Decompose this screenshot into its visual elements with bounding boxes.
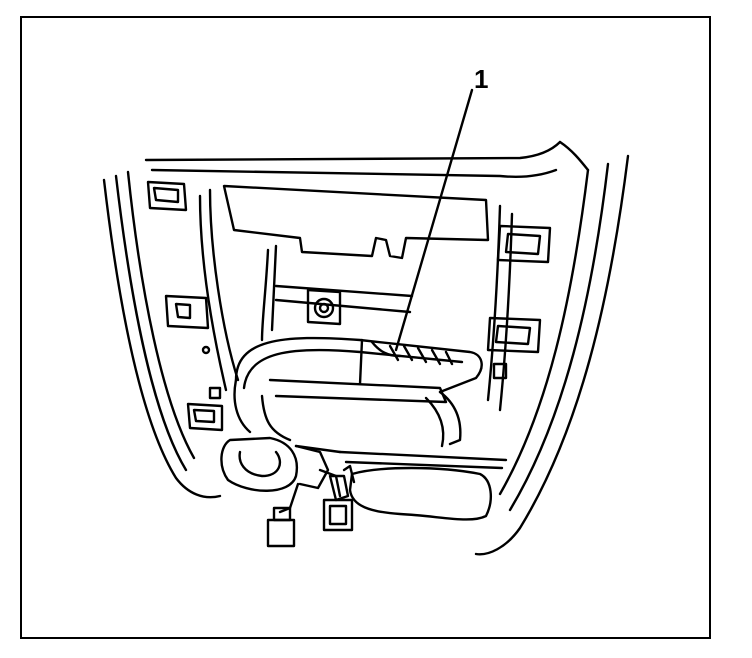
lower-console-pocket	[294, 444, 508, 521]
callout-leader	[394, 88, 474, 352]
fastener-bolt	[306, 288, 342, 326]
illustration-frame	[20, 16, 711, 639]
console-recess	[198, 184, 514, 412]
wiring-harness	[220, 336, 483, 492]
mounting-clips-right	[486, 224, 552, 380]
mounting-clips-left	[146, 180, 224, 432]
callout-label-1: 1	[474, 64, 489, 94]
console-outer-panel	[102, 140, 630, 556]
